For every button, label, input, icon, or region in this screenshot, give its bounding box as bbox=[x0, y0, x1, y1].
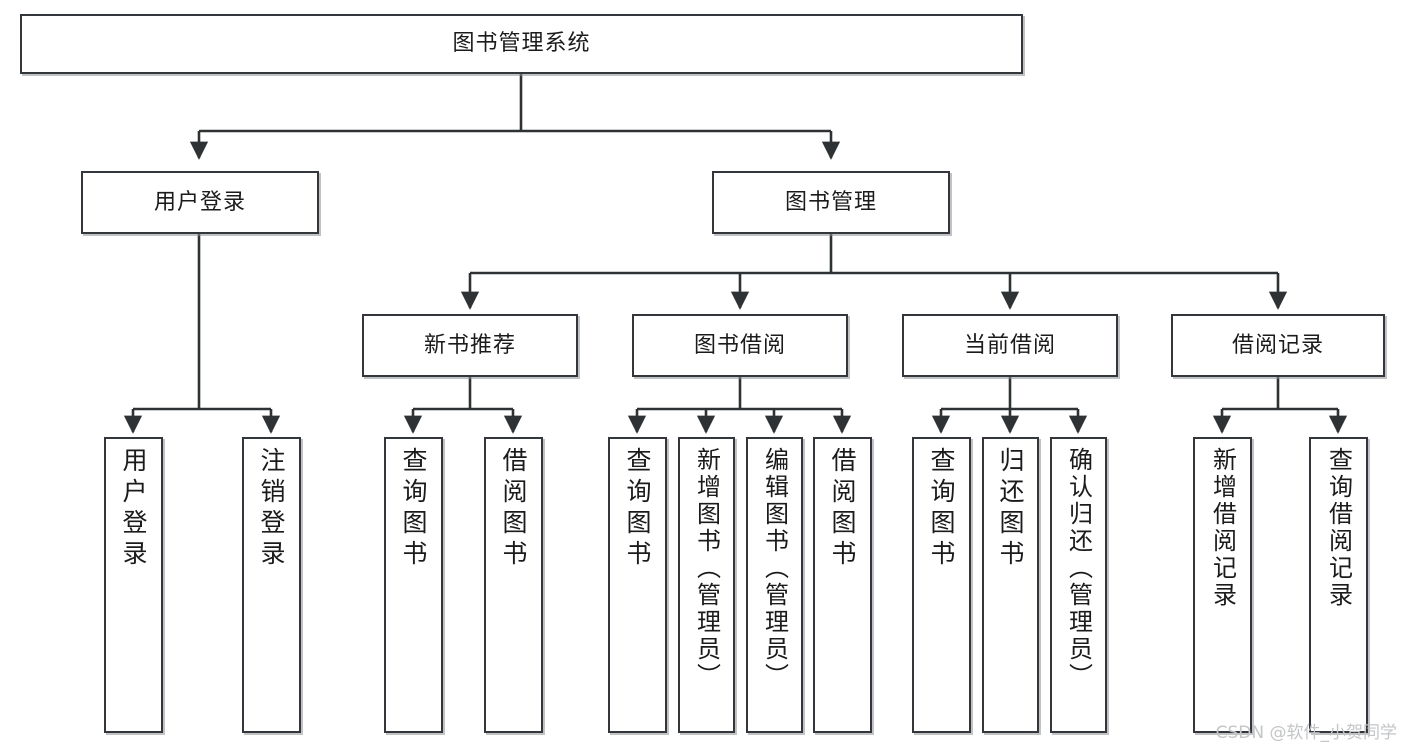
node-borrow-record-label: 借阅记录 bbox=[1231, 332, 1324, 358]
leaf-query-record-label: 查询借阅记录 bbox=[1324, 447, 1353, 609]
leaf-borrow-book-2-label: 借阅图书 bbox=[828, 447, 857, 571]
node-root-label: 图书管理系统 bbox=[452, 31, 591, 56]
node-current-borrow[interactable]: 当前借阅 bbox=[902, 314, 1118, 377]
leaf-confirm-return-label: 确认归还（管理员） bbox=[1064, 447, 1093, 690]
node-book-borrow-label: 图书借阅 bbox=[693, 332, 786, 358]
leaf-logout-login-label: 注销登录 bbox=[257, 447, 286, 571]
leaf-query-book-2-label: 查询图书 bbox=[623, 447, 652, 571]
node-current-borrow-label: 当前借阅 bbox=[963, 332, 1056, 358]
node-book-manage-label: 图书管理 bbox=[784, 189, 877, 215]
leaf-query-record[interactable]: 查询借阅记录 bbox=[1309, 437, 1368, 733]
node-root[interactable]: 图书管理系统 bbox=[20, 14, 1023, 74]
node-borrow-record[interactable]: 借阅记录 bbox=[1171, 314, 1385, 377]
leaf-add-record-label: 新增借阅记录 bbox=[1208, 447, 1237, 609]
leaf-return-book-label: 归还图书 bbox=[996, 447, 1025, 571]
leaf-add-record[interactable]: 新增借阅记录 bbox=[1193, 437, 1252, 733]
node-new-book-recommend[interactable]: 新书推荐 bbox=[362, 314, 578, 377]
leaf-query-book-2[interactable]: 查询图书 bbox=[608, 437, 667, 733]
leaf-query-book-1-label: 查询图书 bbox=[399, 447, 428, 571]
leaf-add-book[interactable]: 新增图书（管理员） bbox=[678, 437, 735, 733]
leaf-edit-book-label: 编辑图书（管理员） bbox=[760, 447, 789, 690]
node-user-login[interactable]: 用户登录 bbox=[81, 171, 319, 234]
leaf-borrow-book-1-label: 借阅图书 bbox=[499, 447, 528, 571]
node-book-manage[interactable]: 图书管理 bbox=[712, 171, 950, 234]
leaf-confirm-return[interactable]: 确认归还（管理员） bbox=[1050, 437, 1107, 733]
leaf-borrow-book-2[interactable]: 借阅图书 bbox=[813, 437, 872, 733]
node-user-login-label: 用户登录 bbox=[153, 189, 246, 215]
node-new-book-recommend-label: 新书推荐 bbox=[423, 332, 516, 358]
node-book-borrow[interactable]: 图书借阅 bbox=[632, 314, 848, 377]
leaf-user-login-label: 用户登录 bbox=[119, 447, 148, 571]
leaf-user-login[interactable]: 用户登录 bbox=[104, 437, 163, 733]
leaf-logout-login[interactable]: 注销登录 bbox=[242, 437, 301, 733]
leaf-query-book-1[interactable]: 查询图书 bbox=[384, 437, 443, 733]
leaf-borrow-book-1[interactable]: 借阅图书 bbox=[484, 437, 543, 733]
leaf-add-book-label: 新增图书（管理员） bbox=[692, 447, 721, 690]
leaf-return-book[interactable]: 归还图书 bbox=[982, 437, 1039, 733]
leaf-query-book-3[interactable]: 查询图书 bbox=[912, 437, 971, 733]
leaf-edit-book[interactable]: 编辑图书（管理员） bbox=[746, 437, 803, 733]
leaf-query-book-3-label: 查询图书 bbox=[927, 447, 956, 571]
watermark: CSDN @软件_小贺同学 bbox=[1215, 723, 1397, 743]
